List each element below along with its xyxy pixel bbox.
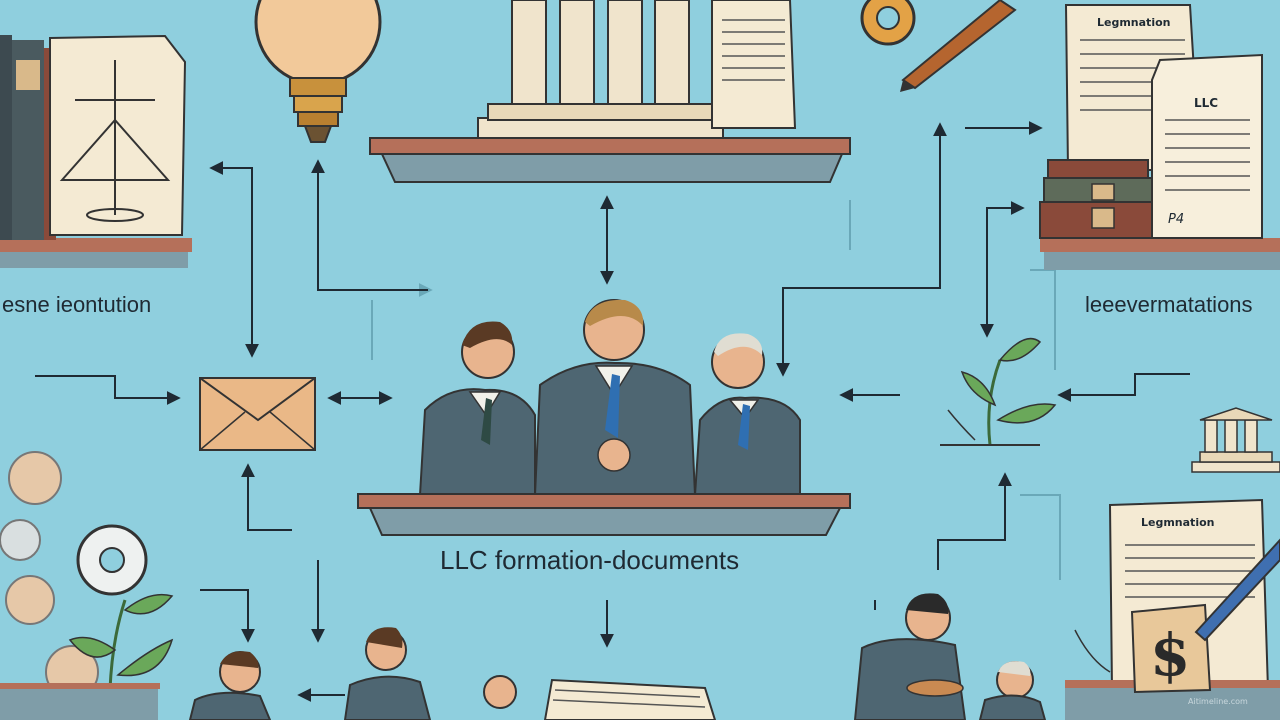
top-right-documents [1039, 4, 1280, 270]
lightbulb-icon [254, 0, 382, 143]
arrow-left-to-envelope [35, 375, 181, 405]
plant-icon [940, 337, 1057, 446]
svg-text:$: $ [1150, 621, 1190, 689]
arrow-bottom-right [937, 472, 1012, 570]
pen-icon [900, 0, 1017, 92]
top-left-shelf [0, 34, 192, 268]
arrow-bulb-to-center [311, 159, 428, 291]
gear-icon [860, 0, 916, 46]
bottom-right-documents: $ [1065, 498, 1280, 720]
arrow-left-down [200, 589, 255, 643]
flow-arrows [35, 121, 1190, 702]
columns-icon [511, 0, 690, 105]
bottom-left-gears [0, 451, 174, 720]
arrow-right-to-plant [1057, 373, 1190, 402]
bottom-center-papers [543, 678, 717, 720]
arrow-envelope-down [241, 463, 292, 531]
scales-icon [59, 60, 171, 222]
bottom-document-heading: Legmnation [1141, 516, 1215, 529]
bottom-left-people [188, 627, 517, 720]
dollar-icon: $ [1130, 603, 1212, 694]
small-columns-icon [1191, 407, 1280, 473]
top-document-heading: Legmnation [1097, 16, 1171, 29]
center-shelf [357, 493, 851, 536]
left-caption: esne ieontution [2, 292, 152, 317]
center-businessmen [418, 299, 801, 496]
document-signature: P4 [1168, 212, 1185, 227]
top-center-shelf [369, 0, 851, 183]
llc-document-tag: LLC [1194, 96, 1219, 110]
arrow-shelf-to-envelope [209, 161, 259, 358]
arrow-docs-to-plant [980, 201, 1025, 338]
watermark: Aitimeline.com [1188, 697, 1248, 706]
arrow-right-to-center [776, 122, 947, 377]
envelope-icon [199, 377, 316, 451]
main-caption: LLC formation-documents [440, 545, 740, 575]
bottom-right-people [853, 593, 1047, 720]
right-caption: leeevermatations [1085, 292, 1253, 317]
